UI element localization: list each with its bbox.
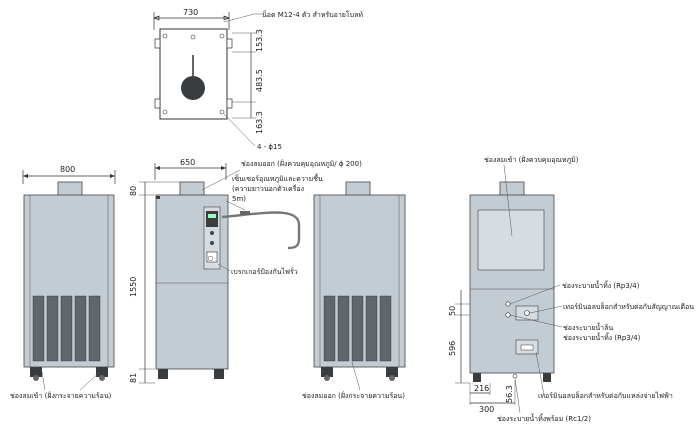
top-view: 730 153.3 483.5 163.3 น็อต M12-4 ตัว สำห… <box>153 8 363 151</box>
front-intake-label: ช่องลมเข้า (ฝั่งกระจายความร้อน) <box>10 391 112 400</box>
back-outlet-label: ช่องลมออก (ฝั่งกระจายความร้อน) <box>302 391 405 400</box>
rear-terminal-signal: เทอร์มินอลบล็อกสำหรับต่อกับสัญญาณเตือน <box>563 302 694 311</box>
rear-drain-overflow-size: ช่องระบายน้ำทิ้ง (Rp3/4) <box>563 331 641 342</box>
rear-intake-label: ช่องลมเข้า (ฝั่งควบคุมอุณหภูมิ) <box>484 155 579 164</box>
sensor-label-1: เซ็นเซอร์อุณหภูมิและความชื้น <box>232 172 323 183</box>
rear-dim-bottom-3: 56.3 <box>505 385 514 403</box>
side-width-dim: 650 <box>180 158 195 167</box>
top-dim-2: 483.5 <box>255 69 264 92</box>
top-dim-3: 163.3 <box>255 111 264 134</box>
top-outlet-circle <box>181 76 205 100</box>
back-view: ช่องลมออก (ฝั่งกระจายความร้อน) <box>302 181 406 400</box>
front-view: 800 ช่องลมเข้า (ฝั่งกระจายความร้อน) <box>10 165 116 400</box>
hole-label: 4 - ϕ15 <box>257 143 282 151</box>
side-dim-mid: 1550 <box>129 277 138 297</box>
top-dim-1: 153.3 <box>255 29 264 52</box>
svg-text:◻︎: ◻︎ <box>208 255 213 262</box>
front-vents <box>32 295 101 362</box>
rear-view: ช่องลมเข้า (ฝั่งควบคุมอุณหภูมิ) ช่องระบา… <box>448 155 694 423</box>
rear-dim-left-2: 596 <box>448 341 457 356</box>
sensor-label-2: (ความยาวนอกตัวเครื่อง <box>232 184 304 193</box>
sensor-label-3: 5m) <box>232 195 246 203</box>
rear-intake-grille <box>477 209 545 271</box>
side-dim-top: 80 <box>129 186 138 196</box>
side-outlet-label: ช่องลมออก (ฝั่งควบคุมอุณหภูมิ/ ϕ 200) <box>241 159 362 168</box>
side-dim-bottom: 81 <box>129 373 138 383</box>
rear-drain-1: ช่องระบายน้ำทิ้ง (Rp3/4) <box>562 279 640 290</box>
side-view: 650 80 1550 81 ◻︎ ช่องลมออก (ฝั่งควบคุมอ… <box>129 158 362 384</box>
breaker-label: เบรกเกอร์ป้องกันไฟรั่ว <box>231 267 298 276</box>
top-width-dim: 730 <box>183 8 198 17</box>
rear-dim-bottom-2: 300 <box>479 405 494 414</box>
rear-dim-left-1: 50 <box>448 306 457 316</box>
rear-drain-overflow: ช่องระบายน้ำล้น <box>563 321 613 332</box>
rear-dim-bottom-1: 216 <box>474 384 489 393</box>
rear-drain-bottom: ช่องระบายน้ำทิ้งพร้อม (Rc1/2) <box>497 412 591 423</box>
rear-terminal-power: เทอร์มินอลบล็อกสำหรับต่อกับแหล่งจ่ายไฟฟ้… <box>538 391 673 400</box>
front-width-dim: 800 <box>60 165 75 174</box>
bolt-label: น็อต M12-4 ตัว สำหรับอายโบลท์ <box>262 10 363 19</box>
back-vents <box>323 295 392 362</box>
